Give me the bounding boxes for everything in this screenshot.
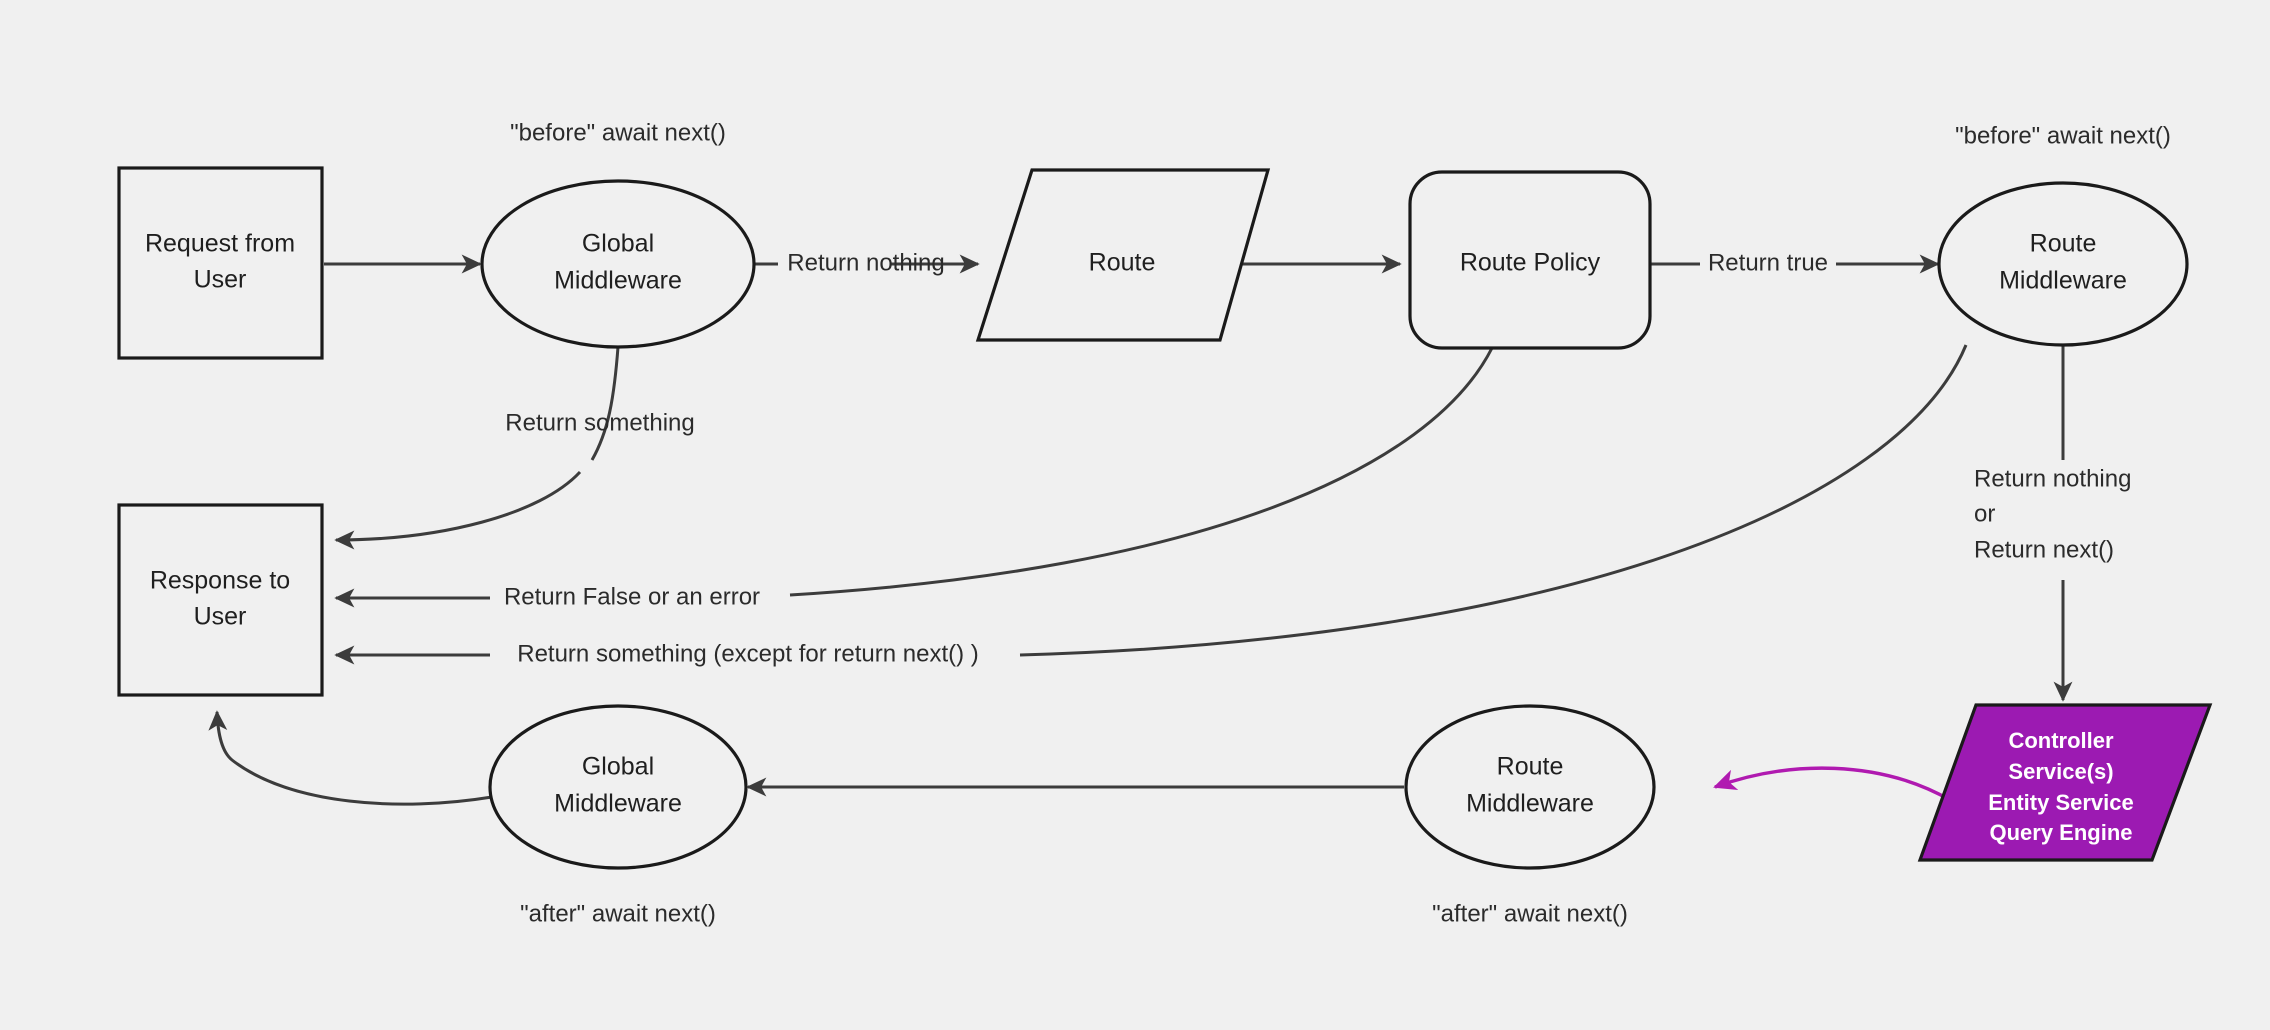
annotation-before-await-next-route: "before" await next() (1955, 122, 2171, 149)
node-route-policy-label: Route Policy (1460, 249, 1601, 277)
edge-global-middleware-return-something (590, 346, 620, 461)
node-response-to-user-label-2: User (194, 603, 247, 631)
edge-label-return-nothing: Return nothing (787, 249, 944, 276)
node-route-middleware-after[interactable] (1404, 704, 1656, 870)
node-global-middleware-before-label-1: Global (582, 230, 654, 258)
edge-label-return-nothing-or-next-3: Return next() (1974, 536, 2114, 563)
node-route[interactable] (975, 168, 1271, 342)
node-route-middleware-after-label-2: Middleware (1466, 790, 1594, 818)
node-response-to-user[interactable] (117, 503, 324, 697)
edge-label-return-nothing-or-next-1: Return nothing (1974, 465, 2131, 492)
node-route-label: Route (1089, 249, 1156, 277)
node-request-from-user-label-1: Request from (145, 230, 295, 258)
edge-global-middleware-after-to-response (208, 710, 493, 806)
node-global-middleware-after-label-1: Global (582, 753, 654, 781)
edge-global-middleware-return-something-tail (334, 470, 582, 550)
node-route-middleware-after-label-1: Route (1497, 753, 1564, 781)
annotation-after-await-next-route: "after" await next() (1432, 900, 1628, 927)
edge-label-return-something-global: Return something (505, 409, 694, 436)
annotation-before-await-next-global: "before" await next() (510, 119, 726, 146)
edge-label-return-true: Return true (1708, 249, 1828, 276)
node-route-middleware-before[interactable] (1937, 181, 2189, 347)
node-global-middleware-after-label-2: Middleware (554, 790, 682, 818)
annotation-after-await-next-global: "after" await next() (520, 900, 716, 927)
edge-label-return-false-or-error: Return False or an error (504, 583, 760, 610)
node-global-middleware-after[interactable] (488, 704, 748, 870)
edge-controller-to-route-middleware-after (1713, 766, 1951, 802)
edge-label-return-something-except: Return something (except for return next… (517, 640, 979, 667)
node-route-policy[interactable] (1408, 170, 1652, 350)
node-route-middleware-before-label-1: Route (2030, 230, 2097, 258)
edge-route-middleware-return-something-except (1019, 344, 1968, 657)
node-response-to-user-label-1: Response to (150, 567, 290, 595)
edge-label-return-nothing-or-next-2: or (1974, 500, 1995, 527)
node-request-from-user[interactable] (117, 166, 324, 360)
node-route-middleware-before-label-2: Middleware (1999, 267, 2127, 295)
node-global-middleware-before-label-2: Middleware (554, 267, 682, 295)
node-controller-services-label-2: Service(s) (2008, 759, 2113, 784)
node-controller-services-label-1: Controller (2008, 728, 2114, 753)
edge-route-policy-return-false (789, 347, 1494, 597)
node-global-middleware-before[interactable] (480, 179, 756, 349)
node-controller-services-label-3: Entity Service (1988, 790, 2134, 815)
node-controller-services[interactable] (1917, 703, 2213, 862)
node-controller-services-label-4: Query Engine (1989, 820, 2132, 845)
node-request-from-user-label-2: User (194, 266, 247, 294)
